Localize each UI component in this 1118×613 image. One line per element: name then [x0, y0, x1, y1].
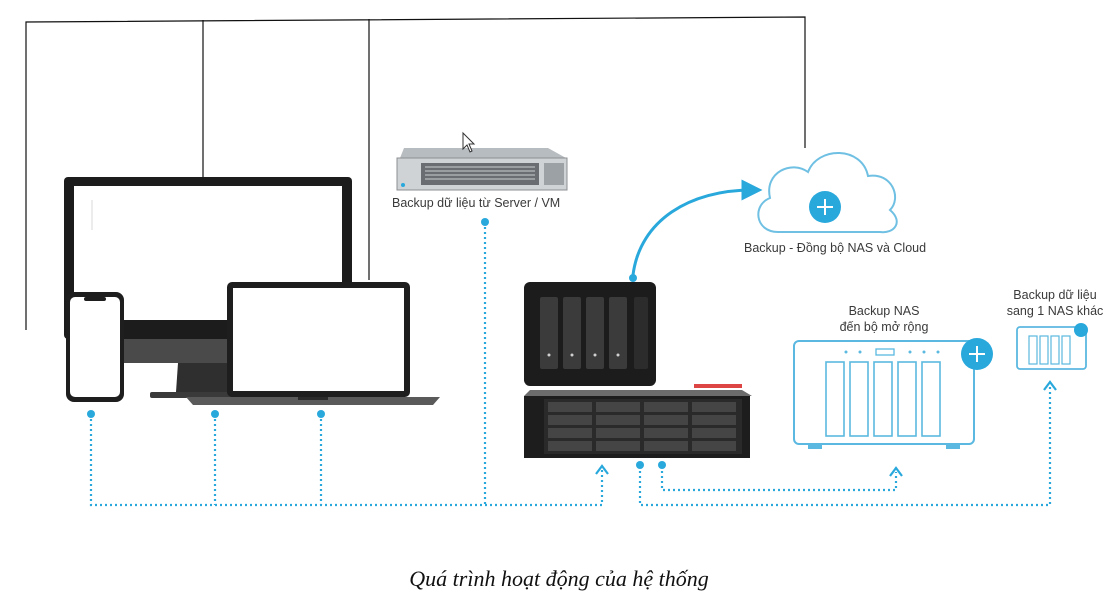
expansion-label: Backup NAS đến bộ mở rộng [816, 303, 952, 335]
nas-to-cloud-arrow [631, 179, 763, 276]
expansion-unit-icon [793, 338, 993, 449]
drive-bay [644, 402, 688, 412]
other-nas-label: Backup dữ liệu sang 1 NAS khác [996, 287, 1114, 319]
expansion-label-line2: đến bộ mở rộng [839, 320, 929, 334]
connection-arrows [595, 380, 1057, 477]
rack-nas-icon [524, 384, 752, 458]
drive-bay [644, 428, 688, 438]
drive-bay [692, 402, 736, 412]
drive-bay [548, 415, 592, 425]
frame-lines [25, 16, 806, 330]
drive-bay [596, 402, 640, 412]
drive-bay [596, 441, 640, 451]
other-nas-label-line2: sang 1 NAS khác [1006, 304, 1104, 318]
drive-bay [692, 441, 736, 451]
drive-bay [548, 402, 592, 412]
drive-bay [596, 415, 640, 425]
drive-bay [692, 415, 736, 425]
mini-nas-icon [1016, 323, 1088, 370]
drive-bay [644, 415, 688, 425]
connection-lines [89, 222, 1052, 507]
server-rack-icon [396, 148, 568, 191]
mouse-cursor-icon [462, 131, 476, 153]
drive-bay [596, 428, 640, 438]
figure-caption: Quá trình hoạt động của hệ thống [409, 566, 709, 591]
cloud-icon [757, 152, 898, 234]
other-nas-label-line1: Backup dữ liệu [1013, 288, 1097, 302]
drive-bay [548, 441, 592, 451]
laptop-icon [186, 282, 440, 405]
nas-icon [524, 282, 656, 386]
server-label: Backup dữ liệu từ Server / VM [392, 196, 561, 210]
drive-bay [548, 428, 592, 438]
expansion-label-line1: Backup NAS [848, 304, 920, 318]
connection-endpoints [87, 218, 666, 469]
drive-bay [692, 428, 736, 438]
phone-icon [66, 292, 124, 402]
drive-bay [644, 441, 688, 451]
cloud-label: Backup - Đồng bộ NAS và Cloud [744, 241, 927, 255]
